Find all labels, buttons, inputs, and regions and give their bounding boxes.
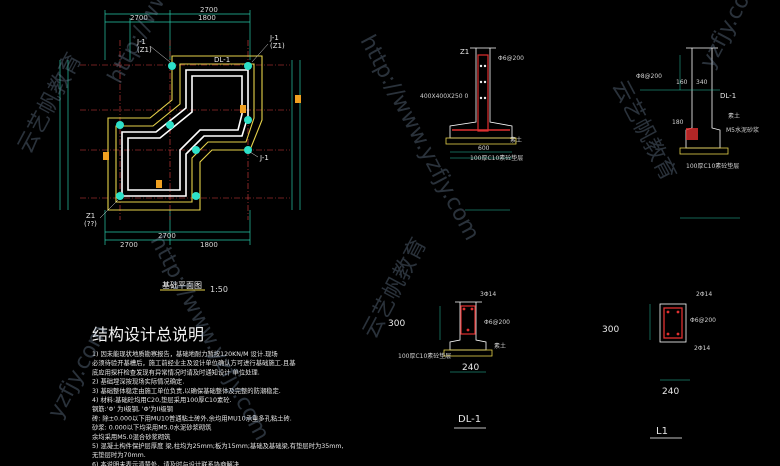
- tag-dl1: DL-1: [214, 56, 230, 64]
- note-line: 钢筋:'Φ' 为I级钢, 'Φ'为II级钢: [92, 404, 173, 413]
- section-j1: Z1 Φ6@200 400X400X250 0 素土 100厚C10素砼垫层 6…: [420, 47, 524, 211]
- l1-width: 240: [662, 387, 679, 397]
- dl1-rebar: Φ8@200: [636, 73, 662, 80]
- plan-title: 基础平面图: [162, 280, 202, 290]
- watermark-2: 云艺帆教育: [13, 49, 87, 158]
- note-line: 砖: 除±0.000以下用MU10普通粘土砖外,余均用MU10承重多孔粘土砖.: [92, 413, 292, 422]
- section-dl1-large: Φ8@200 DL-1 素土 M5水泥砂浆 100厚C10素砼垫层 160 34…: [636, 47, 759, 219]
- dl1s-tag: DL-1: [458, 414, 481, 425]
- foundation-outline: [107, 55, 263, 211]
- dl1-soil: 素土: [728, 112, 740, 120]
- tag-j1-right: J-1: [269, 34, 279, 42]
- dl1-dim2: 340: [696, 79, 708, 86]
- l1-tag: L1: [656, 426, 668, 437]
- foundation-plan: 2700 1800 2700 2700 1800 2700: [59, 6, 301, 294]
- tag-z1-q: (??): [84, 220, 97, 228]
- section-dl1-small: 3Φ14 Φ6@200 100厚C10素砼垫层 素土 300 240 DL-1: [388, 291, 510, 429]
- j1-note1: 400X400X250 0: [420, 93, 468, 100]
- j1-soil: 素土: [510, 136, 522, 144]
- plan-scale: 1:50: [210, 285, 228, 294]
- note-line: 1) 因未能现状地质勘察报告，基础地耐力暂按120KN/M 设计.现场: [92, 349, 278, 358]
- dl1s-width: 240: [462, 363, 479, 373]
- note-line: 2) 基础埋深按现场实际情况确定.: [92, 377, 184, 386]
- l1-bottom: 2Φ14: [694, 345, 710, 352]
- top-dimension-lines: [59, 10, 301, 245]
- dl1-mortar: M5水泥砂浆: [726, 126, 759, 134]
- design-notes: 结构设计总说明 1) 因未能现状地质勘察报告，基础地耐力暂按120KN/M 设计…: [92, 325, 344, 466]
- tag-z1-bottom: Z1: [86, 212, 95, 220]
- tag-z1-right: (Z1): [270, 42, 285, 50]
- dim-top-1: 2700: [130, 14, 148, 22]
- l1-rebar: Φ6@200: [690, 317, 716, 324]
- watermark-7: yzfjy.com: [695, 0, 765, 73]
- dl1s-top: 3Φ14: [480, 291, 496, 298]
- j1-tag: Z1: [460, 48, 469, 56]
- wall-marks: [103, 95, 301, 188]
- dim-top-3: 2700: [200, 6, 218, 14]
- note-line: 底应用探杆检查发现有异常情况时请及时通知设计 单位处理.: [92, 367, 260, 376]
- dl1s-rebar: Φ6@200: [484, 319, 510, 326]
- note-line: 5) 混凝土构件保护层厚度 梁,柱均为25mm;板为15mm;基础及基础梁,有垫…: [92, 441, 344, 450]
- note-line: 3) 基础整体稳定由施工单位负责,以确保基础整体及完整的防潮稳定.: [92, 386, 281, 395]
- j1-dim: 600: [478, 145, 490, 152]
- tag-j1-lower: J-1: [259, 154, 269, 162]
- dim-top-2: 1800: [198, 14, 216, 22]
- dl1s-soil: 素土: [494, 342, 506, 350]
- dim-bottom-2: 1800: [200, 241, 218, 249]
- dl1-dim3: 180: [672, 119, 684, 126]
- dl1-dim1: 160: [676, 79, 688, 86]
- note-line: 4) 材料:基础砼均用C20,垫层采用100厚C10素砼.: [92, 395, 232, 404]
- note-line: 无垫层时为70mm.: [92, 450, 146, 459]
- note-line: 必须待验开基槽后，施工前经业主及设计单位确认方可进行基础施工.且基: [92, 358, 296, 367]
- j1-rebar: Φ6@200: [498, 55, 524, 62]
- notes-lines: 1) 因未能现状地质勘察报告，基础地耐力暂按120KN/M 设计.现场 必须待验…: [92, 349, 344, 466]
- note-line: 砂浆: 0.000以下均采用M5.0水泥砂浆砌筑: [92, 423, 212, 432]
- dim-bottom-3: 2700: [158, 232, 176, 240]
- notes-title: 结构设计总说明: [92, 325, 204, 344]
- l1-height: 300: [602, 325, 619, 335]
- note-line: 余均采用M5.0混合砂浆砌筑: [92, 432, 171, 441]
- dl1s-height: 300: [388, 319, 405, 329]
- section-l1: 2Φ14 Φ6@200 2Φ14 300 240 L1: [602, 291, 716, 439]
- note-line: 6) 本说明未表示清楚处，请及时与设计联系协商解决: [92, 459, 240, 466]
- tag-leaders: [99, 43, 269, 219]
- j1-pad: 100厚C10素砼垫层: [470, 154, 523, 162]
- dim-bottom-1: 2700: [120, 241, 138, 249]
- tag-j1-top: J-1: [136, 38, 146, 46]
- watermark-6: 云艺帆教育: [607, 76, 681, 185]
- dl1-pad: 100厚C10素砼垫层: [686, 162, 739, 170]
- dl1s-pad: 100厚C10素砼垫层: [398, 352, 451, 360]
- dl1-tag: DL-1: [720, 92, 736, 100]
- column-footings: [116, 62, 252, 200]
- tag-z1-top: (Z1): [137, 46, 152, 54]
- l1-top: 2Φ14: [696, 291, 712, 298]
